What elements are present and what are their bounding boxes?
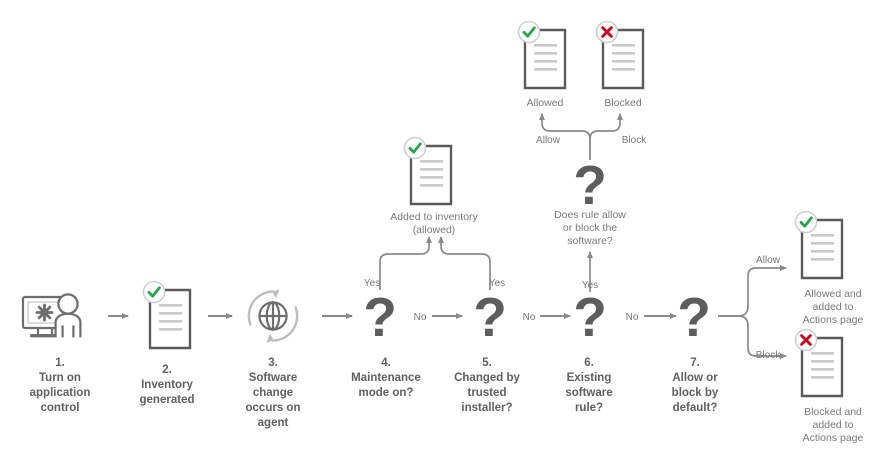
- step-text-7-2: default?: [673, 402, 718, 414]
- outcome-blocked-label: Blocked: [604, 97, 642, 109]
- step-label-4: 4. Maintenance mode on?: [351, 357, 421, 399]
- edge-label-allow-right: Allow: [756, 255, 781, 266]
- question-mark-icon-step4: ?: [363, 286, 397, 348]
- svg-text:No: No: [414, 312, 427, 323]
- step-text-4-0: Maintenance: [351, 372, 421, 384]
- edge-label-no-step5-step6: No: [523, 312, 536, 323]
- globe-refresh-icon: [247, 288, 299, 344]
- edge-label-yes-step5: Yes: [489, 278, 505, 289]
- step-text-6-0: Existing: [567, 372, 612, 384]
- branch-step4-yes: [379, 236, 432, 290]
- edge-label-no-step6-step7: No: [626, 312, 639, 323]
- step-label-2: 2. Inventory generated: [140, 364, 195, 406]
- outcome-blocked-actions-line-1: added to: [813, 419, 854, 431]
- question-mark-icon-step7: ?: [677, 286, 711, 348]
- edge-label-block-top: Block: [622, 135, 647, 146]
- edge-label-yes-step4: Yes: [364, 278, 380, 289]
- step-text-6-1: software: [565, 387, 612, 399]
- outcome-allowed-actions-line-0: Allowed and: [804, 288, 861, 300]
- step-number-4: 4.: [381, 357, 391, 369]
- monitor-user-icon: [20, 290, 82, 340]
- step-number-1: 1.: [55, 357, 65, 369]
- svg-text:Yes: Yes: [489, 278, 505, 289]
- step-text-1-2: control: [41, 402, 80, 414]
- document-allowed-icon-added-inventory: [403, 136, 453, 206]
- outcome-blocked-actions-line-2: Actions page: [803, 432, 864, 444]
- outcome-caption-rule-question: Does rule allow or block the software?: [554, 209, 626, 247]
- step-label-1: 1. Turn on application control: [30, 357, 91, 414]
- step-text-4-1: mode on?: [359, 387, 414, 399]
- step-number-7: 7.: [690, 357, 700, 369]
- outcome-caption-added-inventory: Added to inventory (allowed): [390, 211, 478, 236]
- outcome-allowed-label: Allowed: [527, 97, 564, 109]
- edge-label-yes-step6: Yes: [582, 280, 598, 291]
- outcome-rule-line-1: or block the: [563, 222, 617, 234]
- svg-text:No: No: [523, 312, 536, 323]
- step-text-1-1: application: [30, 387, 91, 399]
- outcome-caption-allowed: Allowed: [527, 97, 564, 109]
- step-text-5-0: Changed by: [454, 372, 520, 384]
- outcome-allowed-actions-line-1: added to: [813, 301, 854, 313]
- svg-text:Allow: Allow: [536, 135, 561, 146]
- document-blocked-icon-blocked: [595, 20, 645, 90]
- step-label-7: 7. Allow or block by default?: [672, 357, 719, 414]
- outcome-blocked-actions-line-0: Blocked and: [804, 406, 862, 418]
- svg-text:Yes: Yes: [582, 280, 598, 291]
- outcome-caption-blocked-actions: Blocked and added to Actions page: [803, 406, 864, 444]
- outcome-rule-line-2: software?: [567, 235, 613, 247]
- step-text-6-2: rule?: [575, 402, 603, 414]
- document-allowed-icon-allowed-actions: [794, 210, 844, 280]
- question-mark-glyph-7: ?: [677, 286, 711, 348]
- question-mark-glyph-rule: ?: [573, 154, 607, 216]
- step-text-1-0: Turn on: [39, 372, 81, 384]
- step-text-3-3: agent: [258, 417, 289, 429]
- outcome-added-inventory-line-1: (allowed): [413, 224, 456, 236]
- document-allowed-icon-inventory: [142, 280, 192, 350]
- step-text-7-0: Allow or: [672, 372, 718, 384]
- step-label-3: 3. Software change occurs on agent: [246, 357, 301, 429]
- step-text-3-2: occurs on: [246, 402, 301, 414]
- step-text-2-1: generated: [140, 394, 195, 406]
- outcome-caption-allowed-actions: Allowed and added to Actions page: [803, 288, 864, 326]
- step-number-5: 5.: [482, 357, 492, 369]
- step-number-3: 3.: [268, 357, 278, 369]
- edge-label-allow-top: Allow: [536, 135, 561, 146]
- step-text-2-0: Inventory: [141, 379, 193, 391]
- step-label-5: 5. Changed by trusted installer?: [454, 357, 520, 414]
- question-mark-icon-rule: ?: [573, 154, 607, 216]
- edge-label-block-right: Block: [756, 350, 781, 361]
- edge-label-no-step4-step5: No: [414, 312, 427, 323]
- document-blocked-icon-blocked-actions: [794, 328, 844, 398]
- question-mark-icon-step6: ?: [573, 286, 607, 348]
- outcome-added-inventory-line-0: Added to inventory: [390, 211, 478, 223]
- outcome-caption-blocked: Blocked: [604, 97, 642, 109]
- svg-text:Allow: Allow: [756, 255, 781, 266]
- outcome-rule-line-0: Does rule allow: [554, 209, 626, 221]
- question-mark-icon-step5: ?: [473, 286, 507, 348]
- step-text-3-0: Software: [249, 372, 298, 384]
- step-text-5-1: trusted: [468, 387, 507, 399]
- svg-text:Block: Block: [756, 350, 781, 361]
- question-mark-glyph-6: ?: [573, 286, 607, 348]
- outcome-allowed-actions-line-2: Actions page: [803, 314, 864, 326]
- branch-step7-allow-block: [718, 265, 787, 359]
- step-text-3-1: change: [253, 387, 293, 399]
- step-number-2: 2.: [162, 364, 172, 376]
- step-number-6: 6.: [584, 357, 594, 369]
- svg-text:No: No: [626, 312, 639, 323]
- question-mark-glyph-4: ?: [363, 286, 397, 348]
- svg-text:Block: Block: [622, 135, 647, 146]
- document-allowed-icon-allowed: [517, 20, 567, 90]
- step-label-6: 6. Existing software rule?: [565, 357, 612, 414]
- svg-text:Yes: Yes: [364, 278, 380, 289]
- step-text-7-1: block by: [672, 387, 719, 399]
- question-mark-glyph-5: ?: [473, 286, 507, 348]
- branch-rule-allow-block: [539, 113, 623, 160]
- step-text-5-2: installer?: [461, 402, 512, 414]
- branch-step5-yes: [438, 236, 491, 290]
